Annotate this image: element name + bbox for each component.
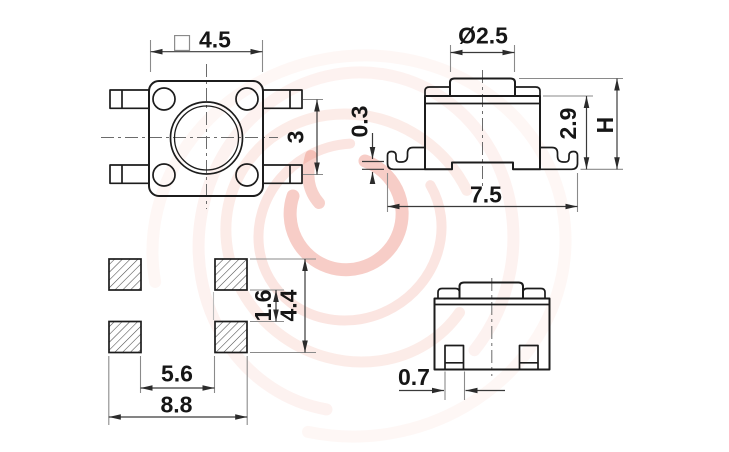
footprint-view: 1.6 4.4 5.6 8.8 xyxy=(108,258,316,425)
watermark-logo xyxy=(146,49,572,443)
dim-label-lead-span: 7.5 xyxy=(470,181,502,207)
dim-label-pad-span-vertical: 4.4 xyxy=(275,289,301,321)
gullwing-lead-right xyxy=(540,146,579,171)
side-view: Ø2.5 0.3 2.9 H 7.5 xyxy=(346,22,623,212)
dim-pad-span-vertical: 4.4 xyxy=(250,258,316,354)
dim-actuator-diameter: Ø2.5 xyxy=(449,22,516,72)
dim-body-height: 2.9 xyxy=(543,95,623,170)
dim-label-lead-thickness: 0.3 xyxy=(346,106,372,138)
actuator-circle xyxy=(169,101,244,175)
top-view: □ 4.5 3 xyxy=(101,26,323,209)
dim-label-pad-inner-gap-vertical: 1.6 xyxy=(250,290,276,322)
dim-pad-inner-gap-horizontal: 5.6 xyxy=(139,356,216,393)
actuator-stem xyxy=(458,281,524,300)
actuator-stem xyxy=(449,77,516,97)
dim-label-body-height: 2.9 xyxy=(555,108,581,140)
front-view: 0.7 xyxy=(398,278,551,400)
dim-label-total-height: H xyxy=(592,117,618,134)
shoulder-left xyxy=(437,287,461,299)
dim-total-height: H xyxy=(519,77,623,170)
bottom-lead-tabs xyxy=(444,344,539,370)
pad-bottom-left xyxy=(108,320,142,354)
pad-top-left xyxy=(108,258,142,291)
dim-label-pad-span-horizontal: 8.8 xyxy=(161,391,193,417)
gullwing-lead-left xyxy=(386,146,425,171)
dim-pad-span-horizontal: 8.8 xyxy=(108,356,248,425)
shoulder-left xyxy=(424,86,450,96)
dim-lead-span: 7.5 xyxy=(386,173,579,212)
dim-body-size: □ 4.5 xyxy=(149,26,264,72)
dim-pad-inner-gap-vertical: 1.6 xyxy=(250,289,284,323)
dim-pin-pitch: 3 xyxy=(282,98,323,176)
switch-body-outline xyxy=(148,80,264,197)
corner-rivets xyxy=(152,87,259,187)
dim-lead-width: 0.7 xyxy=(398,364,505,400)
dim-label-lead-width: 0.7 xyxy=(398,364,430,390)
switch-body-outline xyxy=(424,95,541,171)
solder-pads xyxy=(108,258,248,354)
dim-label-pin-pitch: 3 xyxy=(282,131,308,144)
shoulder-right xyxy=(515,86,541,96)
switch-body-outline xyxy=(433,297,551,371)
dim-label-actuator-diameter: Ø2.5 xyxy=(458,22,508,48)
pad-bottom-right xyxy=(214,320,248,354)
shoulder-right xyxy=(522,287,546,299)
dim-lead-thickness: 0.3 xyxy=(346,106,384,184)
dim-label-body-size: 4.5 xyxy=(199,26,231,52)
pad-top-right xyxy=(214,258,248,291)
square-symbol: □ xyxy=(172,30,192,54)
dim-label-pad-inner-gap-horizontal: 5.6 xyxy=(161,360,193,386)
pins xyxy=(109,89,303,185)
